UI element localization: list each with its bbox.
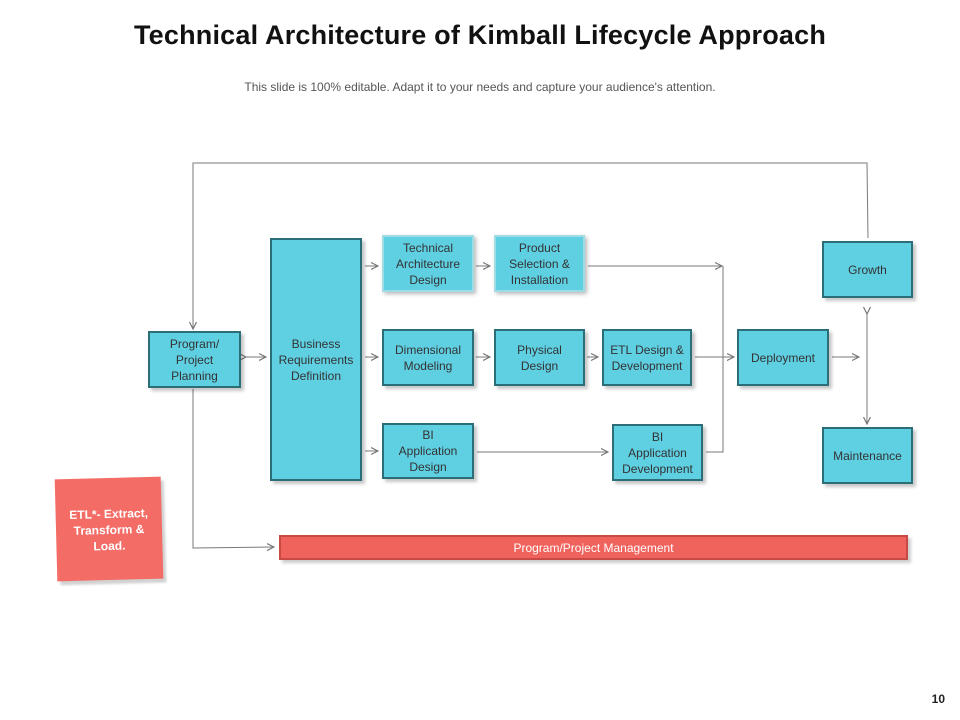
etl-definition-note: ETL*- Extract, Transform & Load. (54, 476, 164, 582)
program-management-bar: Program/Project Management (279, 535, 908, 560)
bi-application-development-box: BI Application Development (612, 424, 703, 481)
feedback-loop-line (193, 162, 869, 329)
product-selection-box: Product Selection & Installation (494, 235, 585, 292)
program-planning-box: Program/ Project Planning (148, 331, 241, 388)
dimensional-modeling-box: Dimensional Modeling (382, 329, 474, 386)
business-requirements-box: Business Requirements Definition (270, 238, 362, 481)
technical-architecture-box: Technical Architecture Design (382, 235, 474, 292)
physical-design-box: Physical Design (494, 329, 585, 386)
page-number: 10 (931, 692, 945, 706)
planning-to-management-arrow (192, 389, 274, 548)
bi-application-design-box: BI Application Design (382, 423, 474, 479)
growth-box: Growth (822, 241, 913, 298)
converge-bus-line (706, 266, 724, 453)
page-subtitle: This slide is 100% editable. Adapt it to… (244, 80, 716, 94)
maintenance-box: Maintenance (822, 427, 913, 484)
deployment-box: Deployment (737, 329, 829, 386)
page-title: Technical Architecture of Kimball Lifecy… (133, 20, 827, 50)
etl-design-box: ETL Design & Development (602, 329, 692, 386)
